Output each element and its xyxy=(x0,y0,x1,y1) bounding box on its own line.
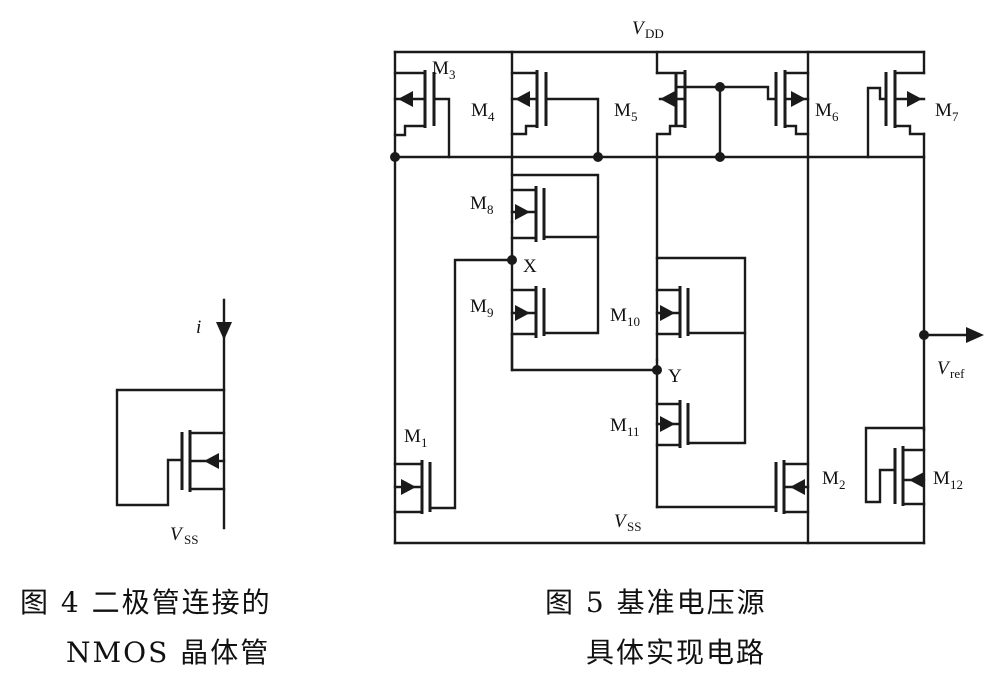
m10-sub: 10 xyxy=(627,314,640,329)
fig4-diode-nmos xyxy=(115,298,232,530)
vref-arrow-icon xyxy=(966,327,984,343)
vref-dot xyxy=(919,330,929,340)
m9-sub: 9 xyxy=(487,305,494,320)
m9-gate-wire xyxy=(542,235,600,335)
m8-body-arrow-icon xyxy=(515,204,530,220)
vdd-label: V xyxy=(632,18,646,39)
m10-body-arrow-icon xyxy=(660,305,675,321)
vref-sub: ref xyxy=(950,366,965,381)
m5-label: M xyxy=(614,100,631,121)
junction-dot xyxy=(715,82,725,92)
m6-body-arrow-icon xyxy=(791,91,806,107)
junction-dot xyxy=(593,152,603,162)
fig4-current-label: i xyxy=(196,317,201,338)
fig4-current-arrow xyxy=(216,322,232,340)
node-y-wire xyxy=(510,332,659,372)
m3-sub: 3 xyxy=(449,67,456,82)
m11-body-arrow-icon xyxy=(660,416,675,432)
m12-label: M xyxy=(933,468,950,489)
node-x-wire xyxy=(428,258,514,510)
fig4-vss-sub: SS xyxy=(184,532,198,547)
node-x-dot xyxy=(507,255,517,265)
m12-body-arrow-icon xyxy=(909,472,924,488)
vdd-sub: DD xyxy=(645,26,664,41)
vss-sub: SS xyxy=(627,519,641,534)
vss-label: V xyxy=(614,511,628,532)
node-y-label: Y xyxy=(668,366,682,387)
m6-label: M xyxy=(815,100,832,121)
m5-gate-wire xyxy=(674,85,722,159)
fig4-caption-line2: NMOS 晶体管 xyxy=(66,636,270,669)
m6-sub: 6 xyxy=(832,109,839,124)
m10-label: M xyxy=(610,305,627,326)
junction-dot xyxy=(715,152,725,162)
m11-label: M xyxy=(610,415,627,436)
m10-gate-wire xyxy=(655,256,747,335)
m7-label: M xyxy=(935,100,952,121)
m7-body-arrow-icon xyxy=(907,91,922,107)
m8-gate-wire xyxy=(510,173,600,239)
vref-label: V xyxy=(937,358,951,379)
m8-sub: 8 xyxy=(487,202,494,217)
m11-sub: 11 xyxy=(627,424,640,439)
m1-label: M xyxy=(404,426,421,447)
m3-gate-wire xyxy=(432,97,451,159)
fig5-circuit xyxy=(390,50,984,545)
m2-label: M xyxy=(822,468,839,489)
m5-body-arrow-icon xyxy=(660,91,675,107)
node-y-dot xyxy=(652,365,662,375)
m8-label: M xyxy=(470,193,487,214)
junction-dot xyxy=(390,152,400,162)
fig5-caption-line1: 图 5 基准电压源 xyxy=(545,586,767,619)
fig4-body-arrow-icon xyxy=(204,453,219,469)
m4-sub: 4 xyxy=(488,109,495,124)
m1-sub: 1 xyxy=(421,435,428,450)
m11-gate-wire xyxy=(686,331,747,445)
m12-sub: 12 xyxy=(950,477,963,492)
node-x-label: X xyxy=(523,256,537,277)
m9-body-arrow-icon xyxy=(515,305,530,321)
m4-label: M xyxy=(471,100,488,121)
m7-sub: 7 xyxy=(952,109,959,124)
m1-body-arrow-icon xyxy=(401,479,416,495)
m3-body-arrow-icon xyxy=(398,91,413,107)
m5-sub: 5 xyxy=(631,109,638,124)
fig4-gate-feedback-wire xyxy=(115,388,226,507)
fig4-caption-line1: 图 4 二极管连接的 xyxy=(20,586,272,619)
m12-gate-wire xyxy=(864,426,926,504)
m2-sub: 2 xyxy=(839,477,846,492)
m7-gate-wire xyxy=(866,86,888,159)
m9-label: M xyxy=(470,296,487,317)
m4-gate-wire xyxy=(544,97,600,159)
fig5-caption-line2: 具体实现电路 xyxy=(586,636,766,669)
fig4-vss-label: V xyxy=(170,524,184,545)
m2-body-arrow-icon xyxy=(790,479,805,495)
m4-body-arrow-icon xyxy=(515,91,530,107)
m3-label: M xyxy=(432,58,449,79)
m6-gate-wire xyxy=(718,85,778,101)
